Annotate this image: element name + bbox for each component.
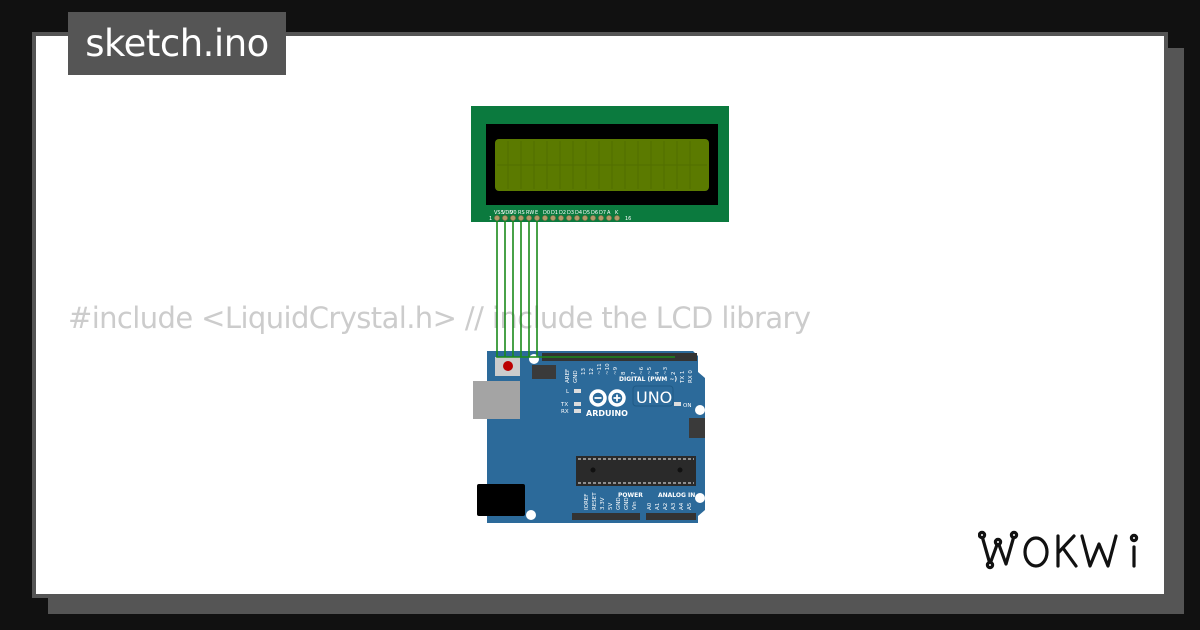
svg-text:7: 7	[631, 371, 637, 375]
svg-text:~11: ~11	[597, 363, 603, 375]
code-line	[68, 439, 895, 487]
svg-text:A3: A3	[671, 502, 677, 510]
lcd-pin-label: A	[607, 210, 611, 216]
led-on	[674, 402, 681, 406]
power-jack	[477, 484, 525, 516]
lcd-pin-label: D1	[551, 210, 558, 216]
lcd-pin-label: D6	[591, 210, 598, 216]
lcd-pin-label: VSS	[494, 210, 504, 216]
svg-text:8: 8	[621, 371, 627, 375]
svg-text:~10: ~10	[605, 363, 611, 375]
lcd-pin-label: E	[535, 210, 538, 216]
uno-badge: UNO	[636, 388, 672, 407]
usb-port	[473, 381, 520, 419]
svg-text:12: 12	[589, 368, 595, 375]
reset-button-cap[interactable]	[503, 361, 513, 371]
lcd-pin-label: D5	[583, 210, 590, 216]
lcd-display[interactable]: VSS VDD V0 RS RW E D0 D1 D2 D3 D4 D5 D6 …	[471, 106, 729, 222]
lcd-pins[interactable]	[494, 215, 620, 221]
lcd-pin-label: D0	[543, 210, 550, 216]
arduino-logo-icon	[589, 389, 626, 407]
lcd-pin-label: RW	[526, 210, 534, 216]
svg-text:A2: A2	[663, 503, 669, 510]
svg-text:4: 4	[655, 371, 661, 375]
svg-text:~3: ~3	[663, 366, 669, 375]
wire-vss	[496, 221, 675, 358]
wokwi-logo: WOKWi	[978, 528, 1139, 570]
digital-pin-labels: AREF GND 13 12 ~11 ~10 ~9 8 7 ~6 ~5 4 ~3…	[565, 363, 694, 384]
power-pin-labels: IOREF RESET 3.3V 5V GND GND Vin A0 A1 A2…	[584, 492, 693, 510]
arduino-brand: ARDUINO	[586, 409, 628, 418]
analog-label: ANALOG IN	[658, 492, 695, 499]
arduino-uno-board[interactable]: AREF GND 13 12 ~11 ~10 ~9 8 7 ~6 ~5 4 ~3…	[473, 351, 705, 523]
svg-text:~6: ~6	[639, 366, 645, 375]
svg-text:A0: A0	[647, 502, 653, 510]
svg-text:A5: A5	[687, 502, 693, 510]
lcd-pin-number-last: 16	[625, 216, 631, 222]
svg-text:GND: GND	[573, 370, 579, 383]
icsp-header	[532, 365, 705, 438]
svg-text:TX 1: TX 1	[680, 371, 686, 384]
code-preview: #include <LiquidCrystal.h> // include th…	[68, 198, 895, 594]
lcd-pin-label: D4	[575, 210, 582, 216]
svg-text:GND: GND	[624, 497, 630, 510]
power-label: POWER	[618, 492, 643, 499]
lcd-pin-labels: VSS VDD V0 RS RW E D0 D1 D2 D3 D4 D5 D6 …	[489, 210, 631, 222]
led-rx-label: RX	[561, 409, 569, 415]
lcd-pin-label: D2	[559, 210, 566, 216]
svg-text:13: 13	[581, 368, 587, 375]
lcd-pin-label: V0	[510, 210, 517, 216]
lcd-pin-label: VDD	[502, 210, 513, 216]
lcd-character-cells	[497, 141, 707, 189]
wokwi-logo-text: WOKWi	[978, 528, 982, 529]
svg-text:~5: ~5	[647, 366, 653, 375]
lcd-pin-label: D7	[599, 210, 606, 216]
lcd-pin-label: D3	[567, 210, 574, 216]
led-l	[574, 389, 581, 393]
analog-header[interactable]	[646, 513, 696, 520]
atmega-chip	[576, 456, 696, 486]
svg-text:Vin: Vin	[632, 501, 638, 510]
file-name-tab[interactable]: sketch.ino	[68, 12, 286, 75]
led-rx	[574, 409, 581, 413]
svg-text:RESET: RESET	[592, 492, 598, 510]
lcd-pin-label: K	[615, 210, 619, 216]
svg-text:A1: A1	[655, 503, 661, 510]
svg-text:3.3V: 3.3V	[600, 497, 606, 510]
digital-label: DIGITAL (PWM ~)	[619, 376, 677, 383]
led-l-label: L	[566, 389, 570, 395]
power-header[interactable]	[572, 513, 640, 520]
led-on-label: ON	[683, 403, 691, 409]
wires[interactable]	[496, 221, 675, 358]
svg-text:AREF: AREF	[565, 369, 571, 383]
svg-text:GND: GND	[616, 497, 622, 510]
led-tx-label: TX	[560, 402, 568, 408]
svg-text:~9: ~9	[613, 366, 619, 375]
svg-text:A4: A4	[679, 502, 685, 510]
svg-text:2: 2	[671, 372, 677, 376]
svg-text:5V: 5V	[608, 503, 614, 510]
code-line: LiquidCrystal lcd(12, 11, 5, 4, 3, 2); /…	[68, 584, 895, 594]
lcd-pin-label: RS	[518, 210, 525, 216]
svg-text:RX 0: RX 0	[688, 370, 694, 383]
lcd-pin-number-first: 1	[489, 216, 492, 222]
svg-text:IOREF: IOREF	[584, 494, 590, 510]
code-line: #include <LiquidCrystal.h> // include th…	[68, 301, 811, 336]
led-tx	[574, 402, 581, 406]
